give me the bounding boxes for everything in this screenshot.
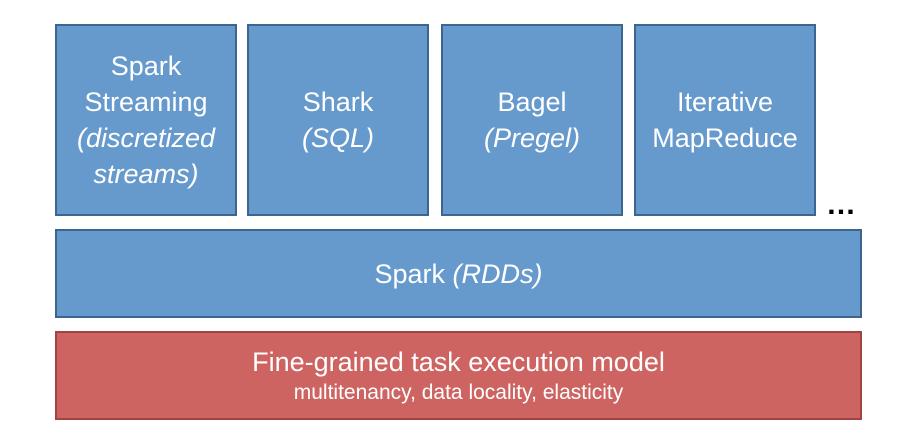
bagel-box: Bagel (Pregel) (441, 24, 623, 216)
spark-streaming-line-2: Streaming (84, 87, 208, 117)
spark-streaming-box: Spark Streaming (discretized streams) (55, 24, 237, 216)
spark-streaming-italic-line-2: streams) (93, 159, 199, 189)
iterative-mapreduce-box: Iterative MapReduce (634, 24, 816, 216)
spark-rdds-layer: Spark (RDDs) (55, 229, 862, 318)
execution-model-subtitle: multitenancy, data locality, elasticity (293, 380, 624, 404)
execution-model-title: Fine-grained task execution model (252, 346, 665, 377)
bagel-italic-line-1: (Pregel) (483, 123, 581, 153)
iterative-mapreduce-line-2: MapReduce (652, 123, 798, 153)
shark-box: Shark (SQL) (247, 24, 429, 216)
shark-italic-line-1: (SQL) (301, 123, 374, 153)
iterative-mapreduce-line-1: Iterative (676, 87, 774, 117)
spark-layer-name: Spark (374, 258, 446, 289)
bagel-line-1: Bagel (497, 87, 567, 117)
spark-streaming-italic-line-1: (discretized (76, 123, 216, 153)
shark-line-1: Shark (302, 87, 374, 117)
more-ellipsis: … (826, 188, 857, 221)
spark-layer-italic: (RDDs) (452, 258, 543, 289)
spark-streaming-line-1: Spark (110, 51, 182, 81)
execution-model-layer: Fine-grained task execution model multit… (55, 331, 862, 420)
